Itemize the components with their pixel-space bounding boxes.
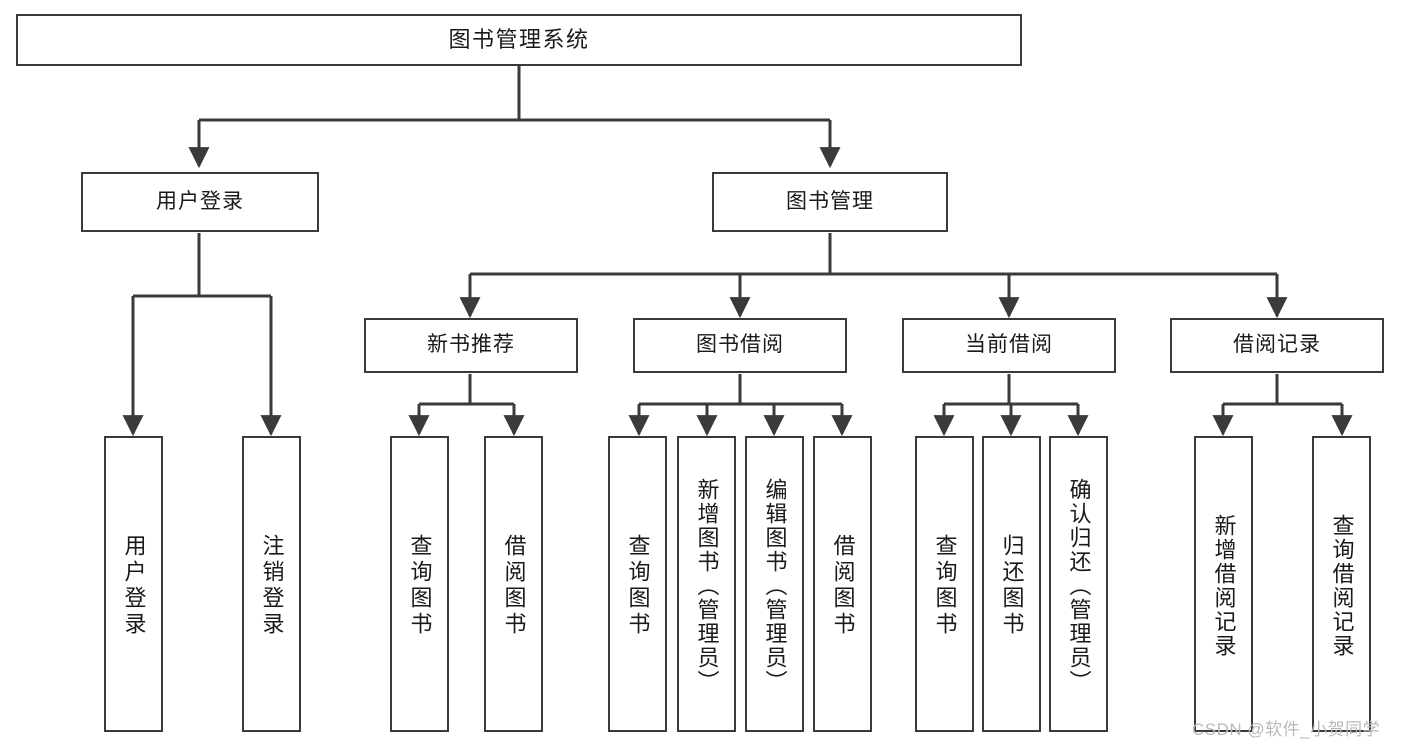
node-label: 查询借阅记录 bbox=[1329, 514, 1355, 658]
node-label: 借阅记录 bbox=[1233, 333, 1321, 357]
node-label: 查询图书 bbox=[407, 534, 433, 638]
node-label: 查询图书 bbox=[932, 534, 958, 638]
node-root-system[interactable]: 图书管理系统 bbox=[16, 14, 1022, 66]
node-label: 用户登录 bbox=[156, 189, 244, 213]
node-label: 当前借阅 bbox=[965, 333, 1053, 357]
node-book-borrow[interactable]: 图书借阅 bbox=[633, 318, 847, 373]
csdn-watermark: CSDN @软件_小贺同学 bbox=[1192, 720, 1381, 739]
node-leaf-logout[interactable]: 注销登录 bbox=[242, 436, 301, 732]
node-label: 图书管理 bbox=[786, 189, 874, 213]
node-label: 注销登录 bbox=[259, 534, 285, 638]
node-leaf-return-book[interactable]: 归还图书 bbox=[982, 436, 1041, 732]
node-label: 新增图书（管理员） bbox=[694, 478, 720, 694]
node-book-management[interactable]: 图书管理 bbox=[712, 172, 948, 232]
node-leaf-query-book-current[interactable]: 查询图书 bbox=[915, 436, 974, 732]
node-label: 查询图书 bbox=[625, 534, 651, 638]
node-leaf-confirm-return-admin[interactable]: 确认归还（管理员） bbox=[1049, 436, 1108, 732]
node-leaf-user-login[interactable]: 用户登录 bbox=[104, 436, 163, 732]
node-label: 用户登录 bbox=[121, 534, 147, 638]
node-leaf-add-book-admin[interactable]: 新增图书（管理员） bbox=[677, 436, 736, 732]
node-new-book-recommend[interactable]: 新书推荐 bbox=[364, 318, 578, 373]
node-label: 归还图书 bbox=[999, 534, 1025, 638]
node-leaf-add-borrow-record[interactable]: 新增借阅记录 bbox=[1194, 436, 1253, 732]
node-borrow-record[interactable]: 借阅记录 bbox=[1170, 318, 1384, 373]
node-leaf-edit-book-admin[interactable]: 编辑图书（管理员） bbox=[745, 436, 804, 732]
node-label: 新增借阅记录 bbox=[1211, 514, 1237, 658]
node-label: 新书推荐 bbox=[427, 333, 515, 357]
node-leaf-query-borrow-record[interactable]: 查询借阅记录 bbox=[1312, 436, 1371, 732]
node-current-borrow[interactable]: 当前借阅 bbox=[902, 318, 1116, 373]
node-label: 借阅图书 bbox=[830, 534, 856, 638]
node-leaf-borrow-book-recommend[interactable]: 借阅图书 bbox=[484, 436, 543, 732]
node-leaf-query-book-recommend[interactable]: 查询图书 bbox=[390, 436, 449, 732]
node-label: 图书管理系统 bbox=[448, 27, 590, 53]
node-label: 借阅图书 bbox=[501, 534, 527, 638]
node-label: 编辑图书（管理员） bbox=[762, 478, 788, 694]
node-label: 确认归还（管理员） bbox=[1066, 478, 1092, 694]
node-leaf-borrow-book[interactable]: 借阅图书 bbox=[813, 436, 872, 732]
node-label: 图书借阅 bbox=[696, 333, 784, 357]
node-user-login[interactable]: 用户登录 bbox=[81, 172, 319, 232]
node-leaf-query-book-borrow[interactable]: 查询图书 bbox=[608, 436, 667, 732]
